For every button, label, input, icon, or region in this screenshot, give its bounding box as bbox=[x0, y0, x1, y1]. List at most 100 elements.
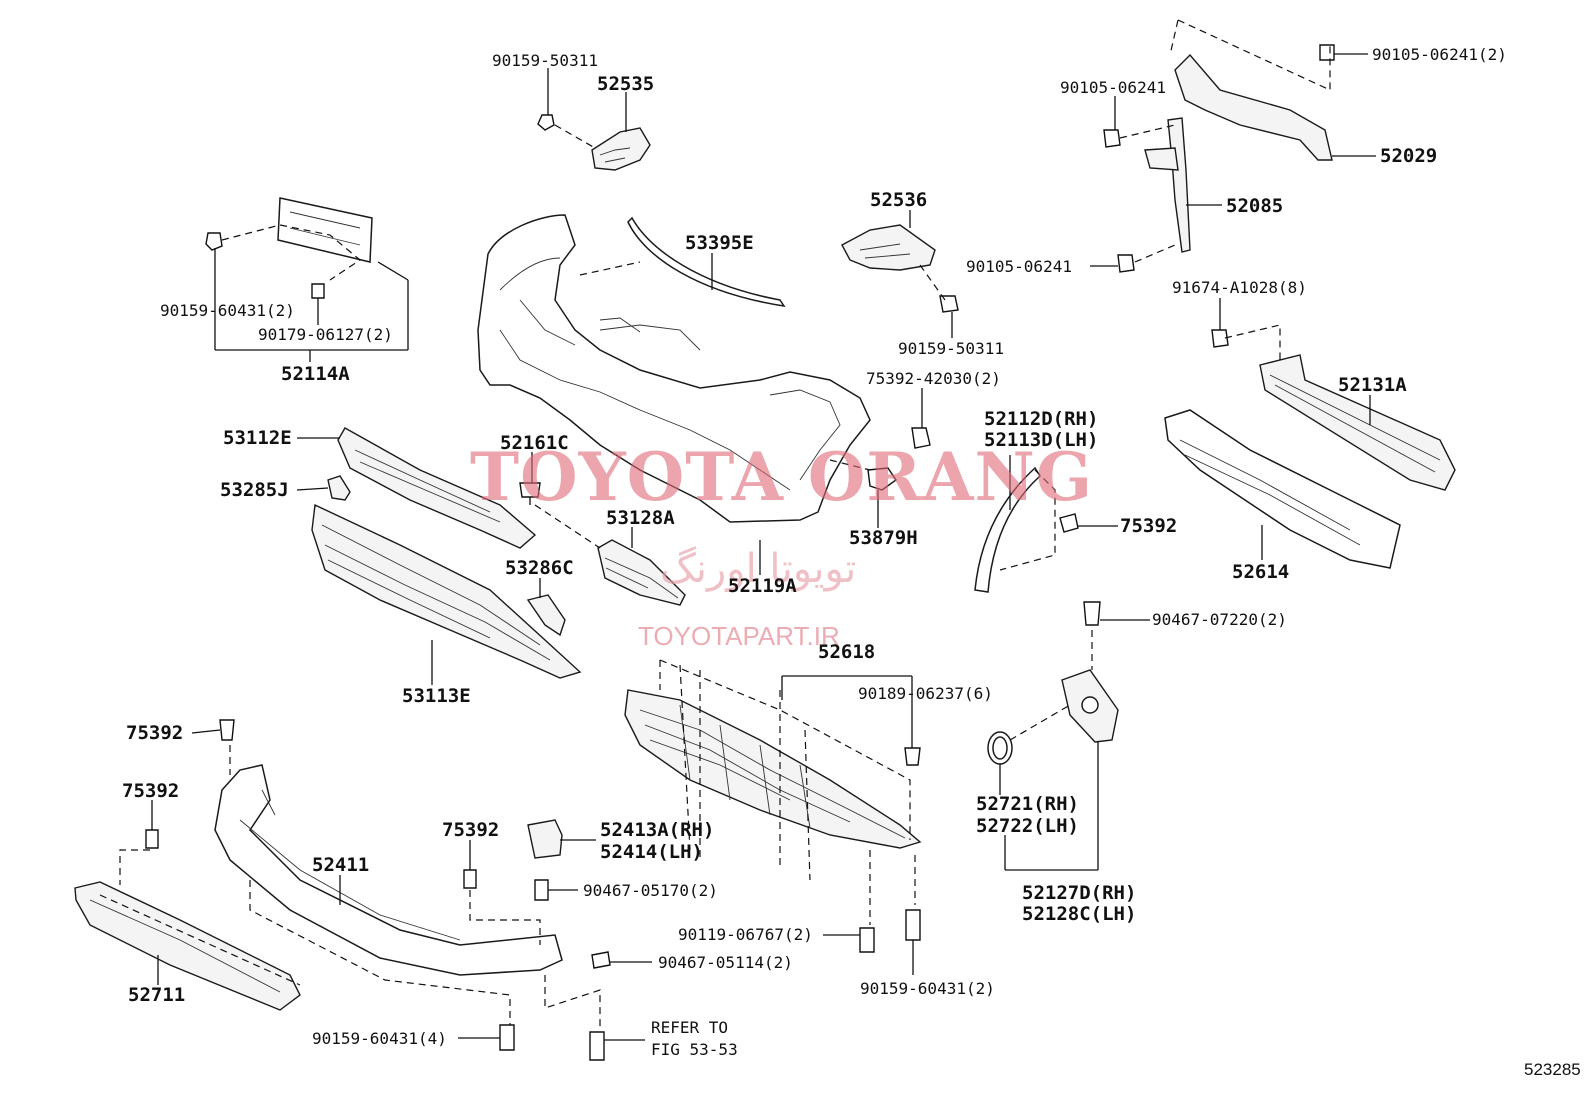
label-90105-06241-a: 90105-06241 bbox=[1060, 78, 1166, 97]
bolt-icon-75392-a bbox=[219, 719, 235, 741]
bolt-icon-90105-left bbox=[1103, 129, 1121, 148]
undercover-52618 bbox=[624, 689, 922, 849]
label-53113E: 53113E bbox=[402, 685, 471, 707]
bolt-icon-90159-60431-4 bbox=[499, 1024, 515, 1051]
bolt-icon-52114-b bbox=[311, 283, 325, 299]
label-52113D: 52113D(LH) bbox=[984, 429, 1098, 451]
part-labels: 90159-50311 52535 90105-06241 90105-0624… bbox=[122, 45, 1581, 1079]
label-75392-b: 75392 bbox=[122, 780, 179, 802]
bolt-icon-52114-a bbox=[205, 232, 223, 251]
label-52535: 52535 bbox=[597, 73, 654, 95]
label-52536: 52536 bbox=[870, 189, 927, 211]
strip-53395E bbox=[627, 216, 786, 308]
label-52029: 52029 bbox=[1380, 145, 1437, 167]
lower-bumper-52411 bbox=[214, 764, 563, 976]
label-52414: 52414(LH) bbox=[600, 841, 703, 863]
label-90159-50311-mid: 90159-50311 bbox=[898, 339, 1004, 358]
bracket-52029 bbox=[1174, 53, 1333, 161]
bolt-icon-90105-top bbox=[1319, 44, 1335, 61]
bracket-52536 bbox=[841, 224, 936, 271]
label-75392-c: 75392 bbox=[442, 819, 499, 841]
label-90467-05114-2: 90467-05114(2) bbox=[658, 953, 793, 972]
label-52614: 52614 bbox=[1232, 561, 1289, 583]
label-52721: 52721(RH) bbox=[976, 793, 1079, 815]
watermark-brand-fa: تویوتا اورنگ bbox=[660, 546, 856, 592]
license-bracket-52114A bbox=[277, 197, 373, 263]
bolt-icon-90189 bbox=[904, 747, 921, 766]
label-52161C: 52161C bbox=[500, 432, 569, 454]
label-52131A: 52131A bbox=[1338, 374, 1407, 396]
bracket-52085 bbox=[1144, 117, 1191, 253]
bolt-icon-90159-60431-2b bbox=[905, 909, 921, 941]
bolt-icon-90105-lower bbox=[1117, 254, 1135, 273]
cover-53286C bbox=[526, 594, 566, 637]
flare-52112D bbox=[974, 466, 1041, 593]
label-90179-06127-2: 90179-06127(2) bbox=[258, 325, 393, 344]
bracket-52127D bbox=[1061, 669, 1119, 743]
label-52413A: 52413A(RH) bbox=[600, 819, 714, 841]
label-52119A: 52119A bbox=[728, 575, 797, 597]
label-53879H: 53879H bbox=[849, 527, 918, 549]
label-52114A: 52114A bbox=[281, 363, 350, 385]
label-90119-06767-2: 90119-06767(2) bbox=[678, 925, 813, 944]
bolt-icon-90119 bbox=[859, 927, 875, 953]
label-52411: 52411 bbox=[312, 854, 369, 876]
label-53128A: 53128A bbox=[606, 507, 675, 529]
lower-grille-53113E bbox=[311, 503, 582, 679]
bolt-icon-52535 bbox=[537, 114, 555, 131]
label-53395E: 53395E bbox=[685, 232, 754, 254]
reinforcement-52131A bbox=[1259, 354, 1456, 491]
dashed-assembly-lines bbox=[99, 19, 1331, 1030]
skid-plate-52711 bbox=[74, 881, 301, 1011]
clip-53285J bbox=[327, 475, 351, 501]
label-52127D: 52127D(RH) bbox=[1022, 882, 1136, 904]
bolt-icon-refer bbox=[589, 1031, 605, 1061]
label-90159-50311-top: 90159-50311 bbox=[492, 51, 598, 70]
label-90159-60431-4: 90159-60431(4) bbox=[312, 1029, 447, 1048]
label-52618: 52618 bbox=[818, 641, 875, 663]
label-52112D: 52112D(RH) bbox=[984, 408, 1098, 430]
diagram-code: 523285 bbox=[1524, 1060, 1581, 1079]
label-52711: 52711 bbox=[128, 984, 185, 1006]
upper-grille-53112E bbox=[337, 427, 537, 549]
watermark: TOYOTA ORANG تویوتا اورنگ TOYOTAPART.IR bbox=[470, 438, 1093, 651]
bolt-icon-90467-07220 bbox=[1083, 601, 1101, 626]
label-90159-60431-2a: 90159-60431(2) bbox=[160, 301, 295, 320]
absorber-52614 bbox=[1164, 409, 1401, 569]
bolt-icons bbox=[145, 44, 1335, 1061]
label-53285J: 53285J bbox=[220, 479, 289, 501]
clip-52161C bbox=[519, 482, 541, 505]
bolt-icon-91674 bbox=[1211, 329, 1229, 348]
bracket-52535 bbox=[591, 127, 651, 171]
label-fig-53-53: FIG 53-53 bbox=[651, 1040, 738, 1059]
label-90105-06241-b: 90105-06241 bbox=[966, 257, 1072, 276]
label-75392-a: 75392 bbox=[126, 722, 183, 744]
label-90105-06241-2: 90105-06241(2) bbox=[1372, 45, 1507, 64]
label-90467-05170-2: 90467-05170(2) bbox=[583, 881, 718, 900]
label-refer-to: REFER TO bbox=[651, 1018, 728, 1037]
label-91674-A1028-8: 91674-A1028(8) bbox=[1172, 278, 1307, 297]
bolt-icon-90467-05114 bbox=[591, 951, 611, 969]
label-52085: 52085 bbox=[1226, 195, 1283, 217]
bolt-icon-75392-b bbox=[145, 829, 159, 849]
bolt-icon-75392-c bbox=[463, 869, 477, 889]
watermark-site: TOYOTAPART.IR bbox=[638, 621, 840, 651]
label-52722: 52722(LH) bbox=[976, 815, 1079, 837]
side-grille-53128A bbox=[597, 539, 686, 606]
watermark-brand-en: TOYOTA ORANG bbox=[470, 438, 1093, 516]
label-75392-right: 75392 bbox=[1120, 515, 1177, 537]
bracket-53879H bbox=[867, 467, 897, 491]
label-90467-07220-2: 90467-07220(2) bbox=[1152, 610, 1287, 629]
ring-52721 bbox=[987, 731, 1013, 765]
label-53112E: 53112E bbox=[223, 427, 292, 449]
label-90159-60431-2b: 90159-60431(2) bbox=[860, 979, 995, 998]
label-52128C: 52128C(LH) bbox=[1022, 903, 1136, 925]
label-53286C: 53286C bbox=[505, 557, 574, 579]
bumper-cover-52119A bbox=[477, 214, 871, 523]
bolt-icon-90467-05170 bbox=[534, 879, 549, 901]
bracket-52413A bbox=[527, 819, 563, 859]
retainer-75392-right bbox=[1059, 513, 1079, 533]
leader-lines bbox=[151, 53, 1376, 1041]
